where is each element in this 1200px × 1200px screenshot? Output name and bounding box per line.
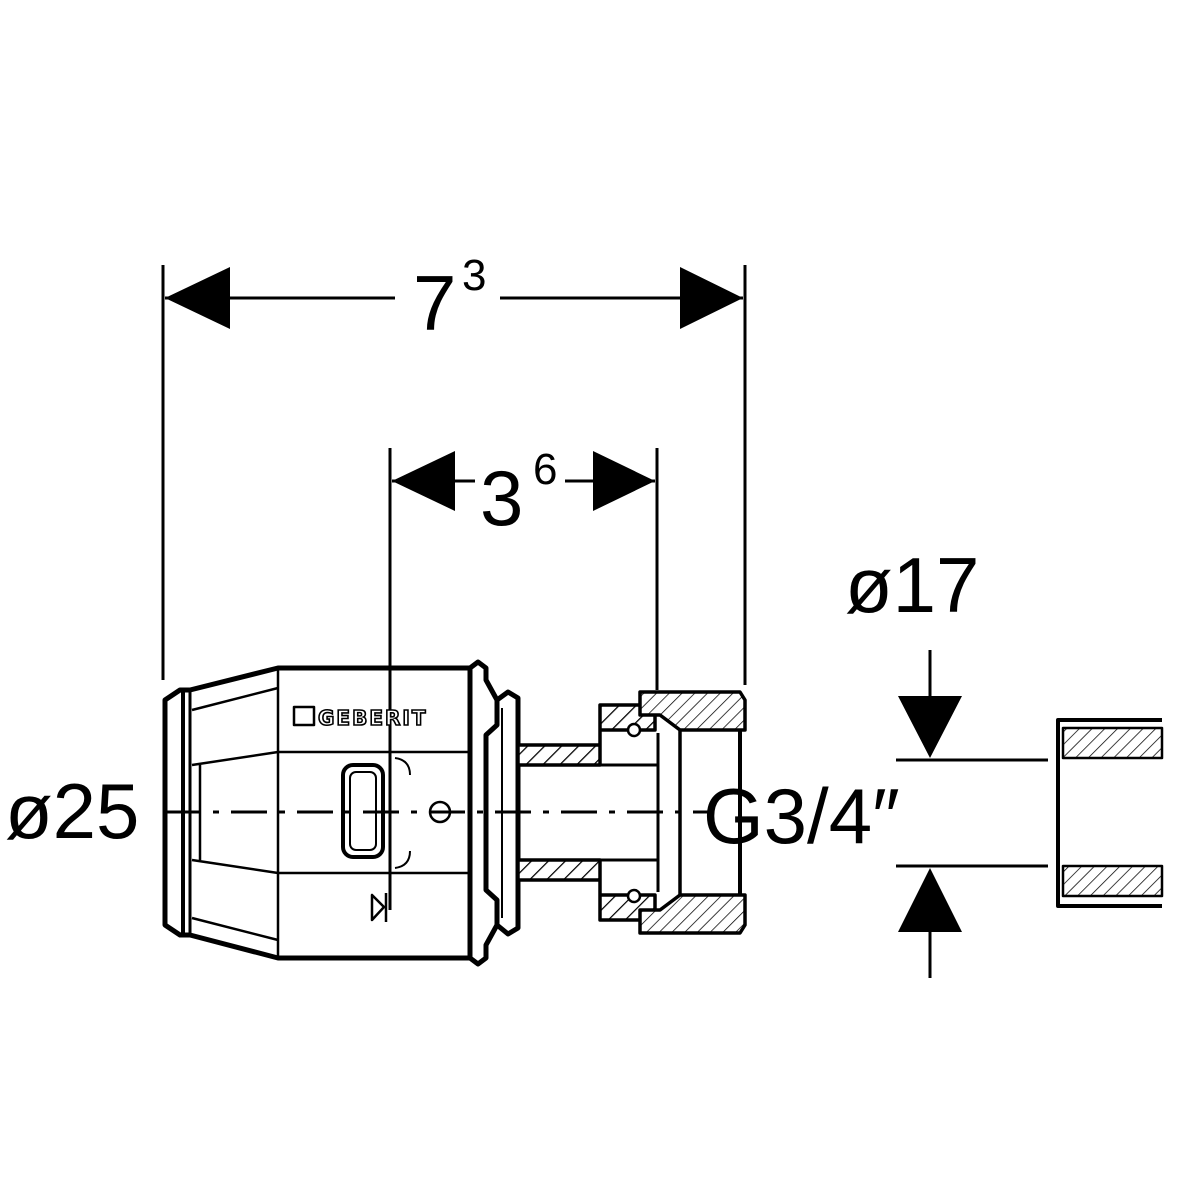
arrowhead-inner-right <box>593 451 655 511</box>
pipe-outline <box>1056 718 1162 908</box>
window-arc <box>394 757 411 869</box>
arrowhead-inner-left <box>392 451 455 511</box>
sleeve-facet-mid-top <box>191 750 470 767</box>
brand-logo: GEBERIT <box>318 706 427 730</box>
sleeve-facet-bottom <box>191 916 279 942</box>
collar-ring-1 <box>468 659 500 967</box>
sleeve-facet-top <box>191 686 279 712</box>
brand-logo-box <box>292 705 316 727</box>
o-ring-top <box>626 722 642 738</box>
arrowhead-right <box>680 267 743 329</box>
arrowhead-left <box>165 267 230 329</box>
pipe-diameter-label: ø25 <box>5 767 139 855</box>
pipe-wall-top <box>1061 726 1164 760</box>
inner-length-superscript: 6 <box>533 445 557 494</box>
overall-length-label: 7 <box>413 259 456 347</box>
nut-wall-bottom <box>638 893 747 935</box>
inner-length-dimension <box>388 448 659 910</box>
o-ring-bottom <box>626 888 642 904</box>
bore-arrow-top <box>898 696 962 758</box>
bore-dimension <box>896 650 1048 978</box>
sleeve-facet-mid-bottom <box>191 858 470 875</box>
overall-length-dimension <box>161 265 747 685</box>
bore-arrow-bottom <box>898 868 962 932</box>
flow-direction-icon <box>370 893 388 922</box>
pipe-section <box>1056 718 1164 908</box>
pipe-wall-bottom <box>1061 864 1164 898</box>
thread-label: G3/4″ <box>703 772 900 860</box>
inner-length-label: 3 <box>480 454 523 542</box>
overall-length-superscript: 3 <box>462 251 486 300</box>
nut-wall-top <box>638 690 747 732</box>
bore-diameter-label: ø17 <box>845 541 979 629</box>
